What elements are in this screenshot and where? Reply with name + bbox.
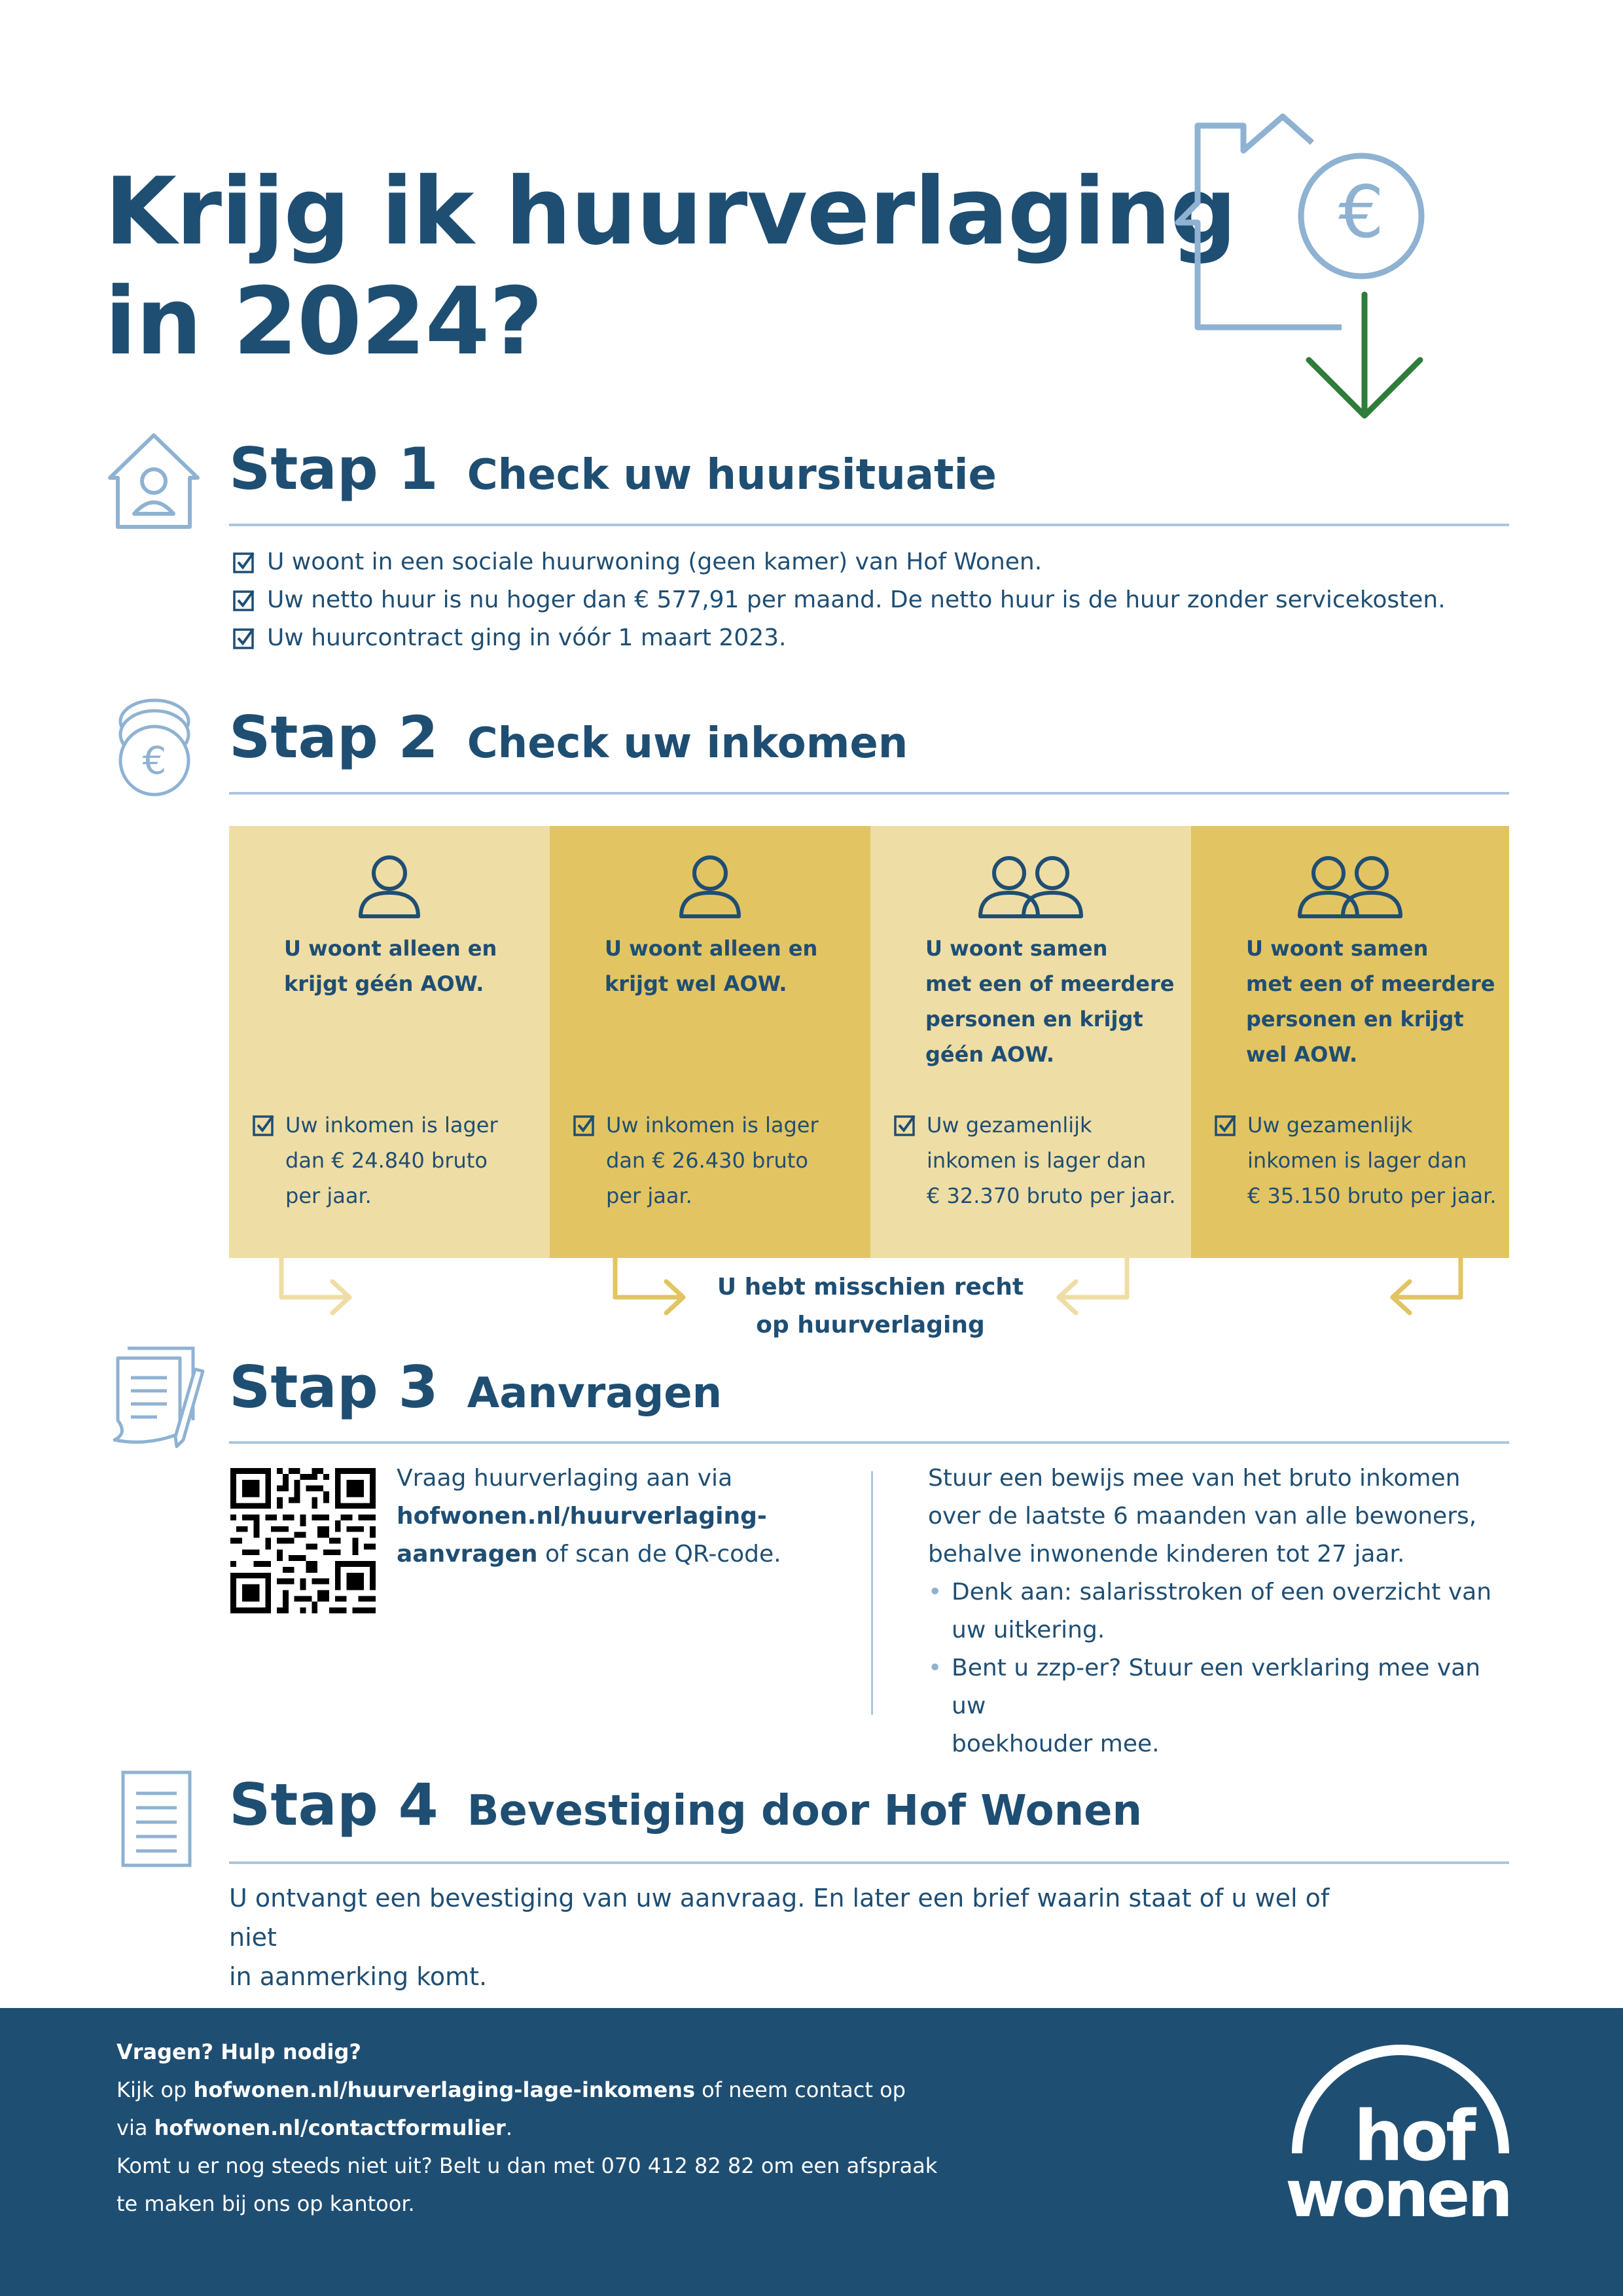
step1-heading: Stap 1 Check uw huursituatie [229,435,997,507]
step1-number: Stap 1 [229,435,438,503]
column-2-condition: Uw inkomen is lager dan € 26.430 bruto p… [573,1107,861,1213]
apply-link-2[interactable]: aanvragen [397,1541,538,1568]
step4-heading: Stap 4 Bevestiging door Hof Wonen [229,1771,1142,1843]
two-persons-icon [978,856,1083,918]
step4-title: Bevestiging door Hof Wonen [467,1787,1143,1835]
logo-line-1: hof [1354,2096,1477,2176]
column-1-heading: U woont alleen en krijgt géén AOW. [284,936,497,996]
checkbox-icon [233,590,255,611]
step3-number: Stap 3 [229,1354,438,1421]
list-item: • Denk aan: salarisstroken of een overzi… [928,1579,1492,1643]
checkbox-icon [1215,1115,1236,1136]
step1-item-3: Uw huurcontract ging in vóór 1 maart 202… [267,624,787,651]
person-icon [359,855,420,918]
column-divider [871,1471,873,1715]
step4-divider [229,1861,1509,1864]
title-line-1: Krijg ik huurverlaging [105,158,1237,266]
column-3-condition: Uw gezamenlijk inkomen is lager dan € 32… [894,1107,1182,1213]
svg-text:€: € [143,738,167,783]
footer-heading: Vragen? Hulp nodig? [116,2039,361,2064]
column-4-condition: Uw gezamenlijk inkomen is lager dan € 35… [1215,1107,1503,1213]
house-person-icon [108,433,200,529]
house-euro-icon: € [1175,113,1425,331]
step2-title: Check uw inkomen [467,719,908,768]
income-column-1: U woont alleen en krijgt géén AOW. Uw in… [229,826,550,1258]
step3-heading: Stap 3 Aanvragen [229,1354,722,1426]
step2-number: Stap 2 [229,704,438,771]
column-3-heading: U woont samen met een of meerdere person… [925,936,1175,1067]
list-item: U woont in een sociale huurwoning (geen … [233,543,1446,581]
step1-title: Check uw huursituatie [467,451,997,499]
step4-number: Stap 4 [229,1771,438,1839]
documents-icon [113,1346,205,1448]
footer-contact: Vragen? Hulp nodig? Kijk op hofwonen.nl/… [116,2039,938,2216]
footer-link-contactformulier[interactable]: hofwonen.nl/contactformulier [154,2115,506,2140]
column-2-heading: U woont alleen en krijgt wel AOW. [605,936,818,996]
arrow-left-icon [1056,1255,1130,1316]
step2-divider [229,792,1509,795]
arrow-right-icon [613,1255,686,1316]
list-item: Uw netto huur is nu hoger dan € 577,91 p… [233,581,1446,619]
checkbox-icon [573,1115,595,1136]
arrow-down-icon [1306,291,1423,419]
step3-instructions: Vraag huurverlaging aan via hofwonen.nl/… [397,1465,781,1568]
page-title: Krijg ik huurverlaging in 2024? [105,157,1237,377]
step1-item-2: Uw netto huur is nu hoger dan € 577,91 p… [267,586,1446,613]
document-icon [121,1770,192,1867]
title-line-2: in 2024? [105,268,543,376]
coins-euro-icon: € [118,698,190,797]
checkbox-icon [233,628,255,649]
column-4-heading: U woont samen met een of meerdere person… [1246,936,1495,1067]
svg-text:€: € [1338,170,1384,254]
checkbox-icon [894,1115,916,1136]
step1-divider [229,524,1509,526]
step3-divider [229,1441,1509,1444]
list-item: Uw huurcontract ging in vóór 1 maart 202… [233,619,1446,657]
logo-line-2: wonen [1285,2157,1510,2225]
income-column-3: U woont samen met een of meerdere person… [870,826,1191,1258]
arrow-right-icon [279,1255,352,1316]
list-item: • Bent u zzp-er? Stuur een verklaring me… [928,1655,1481,1757]
checkbox-icon [233,552,255,573]
step4-text: U ontvangt een bevestiging van uw aanvra… [229,1884,1330,1991]
arrow-left-icon [1390,1255,1463,1316]
eligibility-result: U hebt misschien recht op huurverlaging [717,1274,1024,1338]
hof-wonen-logo: hof wonen [1285,2045,1513,2225]
checkbox-icon [253,1115,274,1136]
income-column-4: U woont samen met een of meerdere person… [1191,826,1509,1258]
income-column-2: U woont alleen en krijgt wel AOW. Uw ink… [550,826,870,1258]
qr-code[interactable] [230,1468,376,1613]
footer-link-lage-inkomens[interactable]: hofwonen.nl/huurverlaging-lage-inkomens [193,2077,695,2102]
step3-title: Aanvragen [467,1369,722,1418]
step2-heading: Stap 2 Check uw inkomen [229,704,908,776]
step1-checklist: U woont in een sociale huurwoning (geen … [233,543,1446,657]
step3-proof-info: Stuur een bewijs mee van het bruto inkom… [928,1460,1517,1763]
person-icon [679,855,741,918]
two-persons-icon [1298,856,1402,918]
column-1-condition: Uw inkomen is lager dan € 24.840 bruto p… [253,1107,541,1213]
step1-item-1: U woont in een sociale huurwoning (geen … [267,548,1043,575]
apply-link[interactable]: hofwonen.nl/huurverlaging- [397,1503,767,1530]
